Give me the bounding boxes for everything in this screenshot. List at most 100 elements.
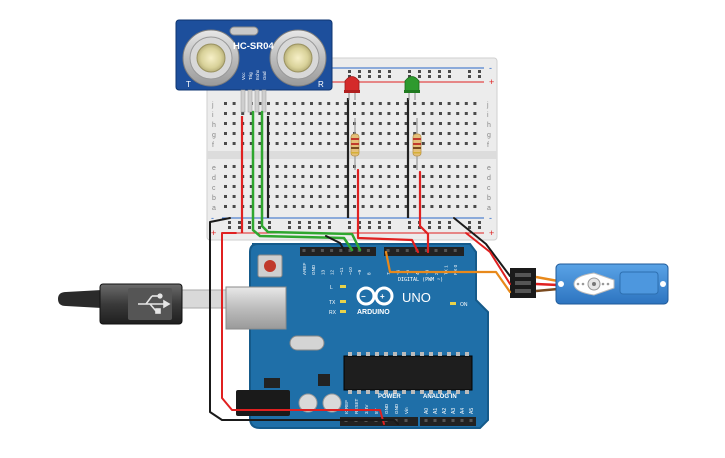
- breadboard-hole: [370, 175, 374, 178]
- breadboard-hole: [439, 142, 442, 145]
- breadboard-hole: [361, 102, 365, 105]
- analog-label: ANALOG IN: [423, 394, 457, 400]
- breadboard-hole: [224, 132, 227, 135]
- breadboard-hole: [396, 132, 399, 135]
- rail-hole: [468, 226, 471, 229]
- rail-hole: [348, 221, 351, 224]
- power-pin-label: 3.3V: [364, 404, 369, 414]
- breadboard-hole: [430, 185, 434, 188]
- resistor-1-band: [351, 143, 359, 145]
- header-pin[interactable]: [442, 419, 446, 422]
- breadboard-hole: [327, 142, 331, 145]
- resistor-1[interactable]: [350, 118, 360, 170]
- reset-button[interactable]: [264, 260, 276, 272]
- usb-trident-icon: [138, 293, 171, 314]
- digital-pin-label: 4: [415, 272, 420, 275]
- breadboard-hole: [224, 112, 227, 115]
- digital-pin-label: TX 1: [444, 265, 449, 275]
- digital-pin-label: 13: [320, 269, 325, 275]
- breadboard-hole: [301, 175, 305, 178]
- header-pin[interactable]: [405, 249, 409, 252]
- power-label: POWER: [378, 394, 401, 400]
- servo-horn-hole: [576, 282, 580, 286]
- row-letter-g: g: [212, 132, 216, 139]
- header-pin[interactable]: [451, 419, 455, 422]
- top-rail-minus-label: -: [489, 63, 492, 73]
- header-pin[interactable]: [444, 249, 448, 252]
- row-letter-d: d: [212, 175, 216, 182]
- breadboard-hole: [387, 122, 391, 125]
- breadboard-hole: [232, 165, 236, 168]
- header-pin[interactable]: [434, 249, 438, 252]
- header-pin[interactable]: [339, 249, 343, 252]
- breadboard-hole: [387, 205, 391, 208]
- breadboard-hole: [396, 175, 399, 178]
- row-letter-f: f: [212, 142, 214, 149]
- breadboard-hole: [370, 132, 374, 135]
- header-pin[interactable]: [453, 249, 457, 252]
- chip-pin: [465, 390, 469, 394]
- analog-pin-label: A0: [424, 408, 430, 414]
- chip-pin: [420, 352, 424, 356]
- header-pin[interactable]: [386, 249, 390, 252]
- breadboard-hole: [447, 165, 451, 168]
- breadboard-hole: [473, 205, 477, 208]
- header-pin[interactable]: [460, 419, 464, 422]
- breadboard-hole: [421, 132, 425, 135]
- breadboard-hole: [249, 122, 253, 125]
- breadboard-hole: [456, 122, 460, 125]
- header-pin[interactable]: [433, 419, 437, 422]
- breadboard-hole: [378, 195, 382, 198]
- header-pin[interactable]: [424, 419, 428, 422]
- breadboard-hole: [404, 132, 408, 135]
- breadboard-hole: [249, 132, 253, 135]
- chip-pin: [465, 352, 469, 356]
- header-pin[interactable]: [469, 419, 473, 422]
- breadboard-hole: [387, 112, 391, 115]
- rx-led-label: RX: [329, 310, 337, 316]
- rail-hole: [428, 221, 431, 224]
- rail-hole: [408, 70, 411, 73]
- breadboard-hole: [284, 132, 288, 135]
- breadboard-hole: [413, 185, 417, 188]
- breadboard-hole: [439, 122, 442, 125]
- header-pin[interactable]: [404, 419, 408, 422]
- breadboard-hole: [310, 132, 313, 135]
- header-pin[interactable]: [424, 249, 428, 252]
- header-pin[interactable]: [311, 249, 315, 252]
- rail-hole: [328, 221, 331, 224]
- header-pin[interactable]: [348, 249, 352, 252]
- green-led[interactable]: [404, 76, 420, 101]
- breadboard-hole: [370, 102, 374, 105]
- ultrasonic-sensor[interactable]: HC-SR04 T R Vcc Trig Echo Gnd: [175, 19, 333, 113]
- rail-hole: [348, 75, 351, 78]
- rail-hole: [358, 226, 361, 229]
- breadboard-hole: [335, 102, 339, 105]
- arduino-model-label: UNO: [402, 290, 431, 305]
- header-pin[interactable]: [366, 249, 370, 252]
- breadboard-hole: [344, 205, 348, 208]
- header-pin[interactable]: [396, 249, 400, 252]
- header-pin[interactable]: [320, 249, 324, 252]
- servo-motor[interactable]: [510, 263, 669, 305]
- rail-hole: [258, 226, 261, 229]
- breadboard-hole: [464, 205, 468, 208]
- breadboard-hole: [387, 165, 391, 168]
- header-pin[interactable]: [394, 419, 398, 422]
- digital-pin-label: AREF: [302, 263, 307, 275]
- breadboard-hole: [456, 195, 460, 198]
- resistor-2[interactable]: [412, 118, 422, 170]
- breadboard-hole: [378, 132, 382, 135]
- header-pin[interactable]: [302, 249, 306, 252]
- rail-hole: [478, 75, 481, 78]
- header-pin[interactable]: [330, 249, 334, 252]
- breadboard-hole: [404, 175, 408, 178]
- usb-cable[interactable]: [58, 283, 233, 325]
- breadboard-hole: [344, 122, 348, 125]
- breadboard-hole: [361, 132, 365, 135]
- red-led[interactable]: [344, 76, 360, 101]
- chip-pin: [438, 352, 442, 356]
- breadboard-hole: [327, 205, 331, 208]
- breadboard-hole: [275, 185, 279, 188]
